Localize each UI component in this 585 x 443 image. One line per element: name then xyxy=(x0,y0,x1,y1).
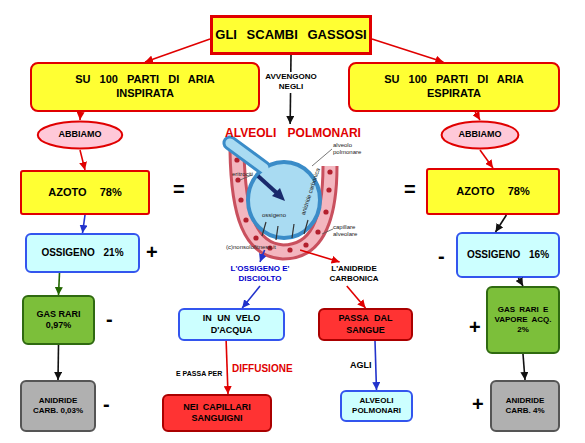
gas-box: GAS RARI E VAPORE ACQ. 2% xyxy=(486,286,560,354)
arrow-connector xyxy=(375,341,377,390)
edge-label: AVVENGONO NEGLI xyxy=(261,72,321,93)
node-text: ABBIAMO xyxy=(459,129,502,140)
sign-symbol: + xyxy=(472,393,484,416)
gas-box: AZOTO 78% xyxy=(426,168,560,215)
arrow-connector xyxy=(57,345,59,380)
node-text: IN UN VELO D'ACQUA xyxy=(192,313,272,336)
sign-symbol: = xyxy=(404,178,416,201)
bronchiole xyxy=(230,143,264,168)
sign-symbol: - xyxy=(103,393,110,416)
arrow-connector xyxy=(300,250,340,262)
sign-symbol: - xyxy=(106,308,113,331)
arrow-connector xyxy=(496,215,507,232)
sign-symbol: - xyxy=(438,245,445,268)
arrow-connector xyxy=(372,39,443,62)
node-text: OSSIGENO 16% xyxy=(467,249,549,262)
node-text: ANIDRIDE CARB. 4% xyxy=(495,396,555,416)
sign-symbol: + xyxy=(146,241,158,264)
arrow-connector xyxy=(80,150,85,170)
gas-box: AZOTO 78% xyxy=(20,170,150,215)
note-text: E PASSA PER xyxy=(176,370,222,378)
node-text: GAS RARI 0,97% xyxy=(29,309,89,332)
node-text: SU 100 PARTI DI ARIA ESPIRATA xyxy=(367,73,542,101)
arrow-connector xyxy=(145,39,210,62)
arrow-connector xyxy=(83,215,86,233)
node-text: ALVEOLI POLMONARI xyxy=(225,126,361,141)
text-node: L'OSSIGENO E' DISCIOLTO xyxy=(220,262,300,286)
arrow-connector xyxy=(59,273,60,295)
arrow-connector xyxy=(480,150,493,168)
sign-symbol: = xyxy=(173,178,185,201)
ellipse-shape xyxy=(38,122,122,149)
ellipse-node: ABBIAMO xyxy=(440,120,520,150)
process-box: PASSA DAL SANGUE xyxy=(318,308,413,341)
bronchiole-lumen xyxy=(230,143,264,168)
arrow-connector xyxy=(226,341,228,394)
illustration-label: ossigeno xyxy=(262,212,286,219)
ellipse-shape xyxy=(442,122,519,149)
sign-symbol: + xyxy=(469,316,481,339)
process-box: ALVEOLI POLMONARI xyxy=(340,390,413,422)
illustration-label: capillare alveolare xyxy=(333,224,373,238)
gas-box: ANIDRIDE CARB. 0,03% xyxy=(20,380,96,432)
node-text: OSSIGENO 21% xyxy=(41,247,123,260)
node-text: L'OSSIGENO E' DISCIOLTO xyxy=(221,264,299,284)
arrow-connector xyxy=(347,286,366,308)
text-node: L'ANIDRIDE CARBONICA xyxy=(318,262,390,286)
gas-box: OSSIGENO 21% xyxy=(25,233,140,273)
ellipse-node: ABBIAMO xyxy=(36,120,124,150)
arrow-connector xyxy=(260,250,265,262)
node-text: ALVEOLI POLMONARI xyxy=(344,396,409,416)
node-text: SU 100 PARTI DI ARIA INSPIRATA xyxy=(58,73,233,101)
node-text: ABBIAMO xyxy=(59,129,102,140)
air-box: SU 100 PARTI DI ARIA ESPIRATA xyxy=(348,62,560,112)
edge-label: AGLI xyxy=(350,360,372,372)
gas-box: OSSIGENO 16% xyxy=(456,232,560,278)
process-box: NEI CAPILLARI SANGUIGNI xyxy=(162,394,272,432)
illustration-label: alveolo polmonare xyxy=(333,142,369,156)
node-text: AZOTO 78% xyxy=(456,185,529,199)
node-text: ANIDRIDE CARB. 0,03% xyxy=(28,396,88,416)
arrow-connector xyxy=(475,112,480,120)
node-text: L'ANIDRIDE CARBONICA xyxy=(319,264,389,284)
node-text: GAS RARI E VAPORE ACQ. 2% xyxy=(488,305,558,335)
arrow-connector xyxy=(79,112,81,120)
arrow-connector xyxy=(523,354,525,380)
exchange-arrows xyxy=(262,220,308,240)
process-box: IN UN VELO D'ACQUA xyxy=(178,308,285,341)
arrow-connector xyxy=(242,286,260,308)
leader-lines xyxy=(240,149,333,234)
watermark: (c)nonsolofitness.it xyxy=(226,244,276,251)
node-text: PASSA DAL SANGUE xyxy=(331,313,401,336)
gas-box: GAS RARI 0,97% xyxy=(22,295,95,345)
illustration-label: eritrociti xyxy=(232,171,253,178)
arrow-connector xyxy=(518,278,523,286)
air-box: SU 100 PARTI DI ARIA INSPIRATA xyxy=(30,62,260,112)
node-text: NEI CAPILLARI SANGUIGNI xyxy=(170,402,265,425)
edge-label: DIFFUSIONE xyxy=(232,362,293,375)
gas-box: ANIDRIDE CARB. 4% xyxy=(490,380,560,432)
air-arrow-head xyxy=(272,188,285,201)
node-text: AZOTO 78% xyxy=(48,186,121,200)
node-text: GLI SCAMBI GASSOSI xyxy=(215,27,366,43)
title-box: GLI SCAMBI GASSOSI xyxy=(210,15,372,55)
